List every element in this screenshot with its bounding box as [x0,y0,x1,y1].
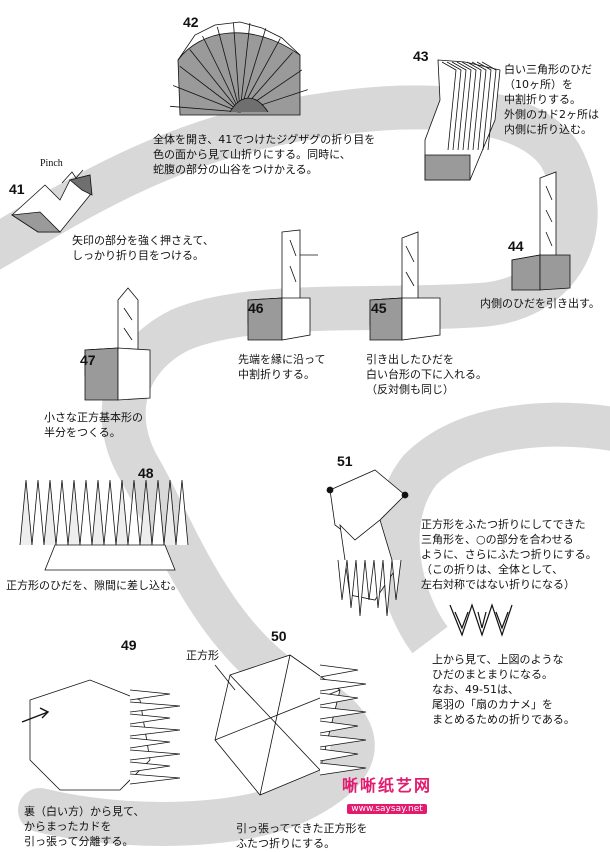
fold-line [355,559,366,617]
fold-line [189,49,241,113]
zigzag-note: 上から見て、上図のようなひだのまとまりになる。なお、49-51は、尾羽の「扇のカ… [432,653,575,726]
fold-line [115,479,129,546]
watermark-url: www.saysay.net [347,804,427,814]
step50-figure [214,654,367,796]
step48-figure [19,479,189,571]
step-number-43: 43 [413,48,429,64]
step-number-48: 48 [138,465,154,481]
watermark: 唽唽纸艺网 www.saysay.net [332,772,442,815]
step-number-41: 41 [9,181,25,197]
fold-line [471,61,487,151]
fold-line [319,734,367,748]
fold-line [129,713,171,725]
step47-caption: 小さな正方基本形の半分をつくる。 [44,411,143,439]
fold-line [216,26,241,113]
step-number-51: 51 [337,453,353,469]
fold-line [451,61,467,151]
step44-figure [511,171,571,291]
fold-line [391,559,402,601]
pinch-label: Pinch [40,158,63,169]
fold-line [456,61,472,151]
fold-line [163,479,177,546]
fold-line [373,559,384,609]
fold-line [151,479,165,546]
step-number-49: 49 [121,637,137,653]
step43-figure [424,59,501,181]
step-number-42: 42 [183,14,199,30]
fold-line [319,692,359,706]
step51-caption: 正方形をふたつ折りにしてできた三角形を、○の部分を合わせるように、さらにふたつ折… [421,518,597,591]
step49-caption: 裏（白い方）から見て、からまったカドを引っ張って分離する。 [24,805,145,848]
fold-line [319,664,359,678]
step46-figure [247,229,318,341]
fold-line [55,479,69,546]
step46-caption: 先端を縁に沿って中割折りする。 [238,353,326,381]
step-number-46: 46 [248,300,264,316]
fold-line [19,479,33,546]
step-number-44: 44 [508,238,524,254]
watermark-text: 唽唽纸艺网 [341,776,432,795]
fold-line [179,65,241,113]
fold-line [319,678,367,692]
fold-line [175,479,189,546]
step-number-50: 50 [271,628,287,644]
fold-line [202,35,241,113]
fold-line [79,479,93,546]
background-path-band [0,85,598,846]
step45-figure [369,231,441,341]
fold-line [129,725,181,737]
fold-line [91,479,105,546]
fold-line [67,479,81,546]
step50-caption: 引っ張ってできた正方形をふたつ折りにする。 [236,822,368,850]
fold-line [481,61,497,151]
square-label: 正方形 [186,649,219,662]
fold-line [461,61,477,151]
step47-figure [84,287,151,401]
fold-line [129,737,171,749]
fold-line [364,559,375,601]
fold-line [239,28,267,113]
fold-line [239,22,251,113]
fold-line [441,61,457,151]
fold-line [337,559,348,601]
fold-line [476,61,492,151]
fold-line [103,479,117,546]
step49-figure [21,679,181,791]
fold-line [382,559,393,617]
fold-line [170,105,241,113]
fold-line [466,61,482,151]
step48-caption: 正方形のひだを、隙間に差し込む。 [6,579,182,592]
fold-line [129,761,171,773]
fold-line [346,559,357,609]
background-path-band-right [375,402,610,654]
step41-figure [10,169,93,233]
step44-caption: 内側のひだを引き出す。 [480,297,600,310]
step41-caption: 矢印の部分を強く押さえて、しっかり折り目をつける。 [72,234,214,262]
fold-line [233,22,241,113]
fold-line [31,479,45,546]
fold-line [129,773,181,785]
step-number-47: 47 [80,352,96,368]
step-number-45: 45 [371,300,387,316]
fold-line [319,706,367,720]
fold-line [139,479,153,546]
fold-line [43,479,57,546]
step45-caption: 引き出したひだを白い台形の下に入れる。（反対側も同じ） [366,353,487,396]
fold-line [319,748,359,762]
step43-caption: 白い三角形のひだ（10ヶ所）を中割折りする。外側のカド2ヶ所は内側に折り込む。 [504,63,599,136]
step51-figure [326,469,409,617]
zigzag-pleat-icon [449,603,513,637]
fold-line [446,61,462,151]
fold-line [319,762,367,776]
fold-line [129,701,181,713]
fold-line [129,689,171,701]
step42-caption: 全体を開き、41でつけたジグザグの折り目を色の面から見て山折りにする。同時に、蛇… [153,133,376,176]
step42-fan-figure [170,21,308,116]
fold-line [319,720,359,734]
fold-line [172,85,241,113]
fold-line [127,479,141,546]
fold-line [129,749,181,761]
